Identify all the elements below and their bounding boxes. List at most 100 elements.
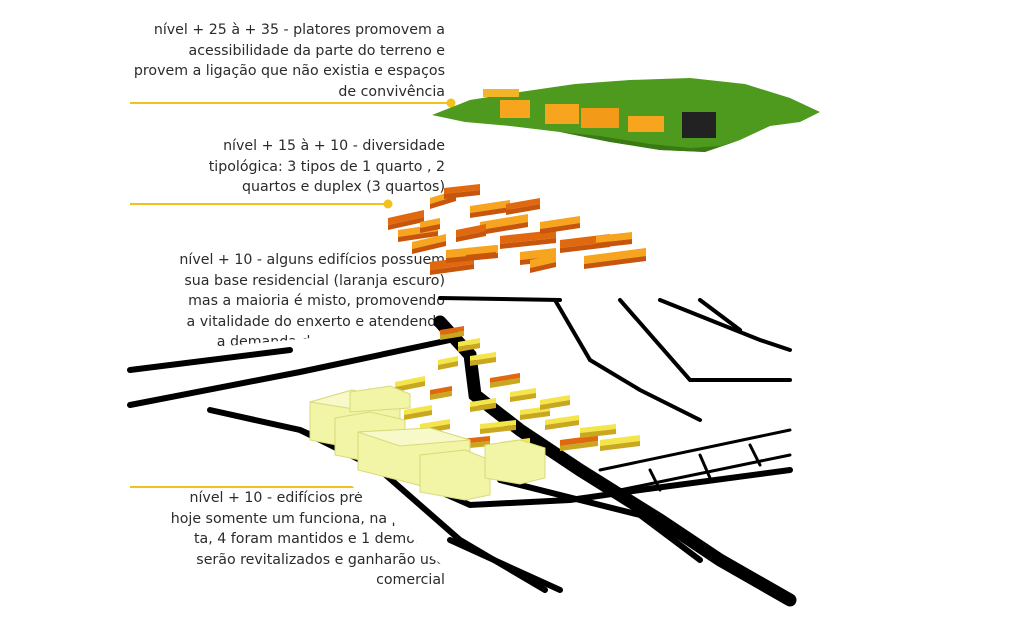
caption-line: tipológica: 3 tipos de 1 quarto , 2 xyxy=(208,158,445,175)
mixed-use-bar-side xyxy=(470,403,496,412)
housing-block xyxy=(466,245,496,255)
mixed-use-bar xyxy=(560,435,598,446)
housing-block-side xyxy=(540,223,580,234)
mixed-use-bar xyxy=(420,419,450,429)
existing-building xyxy=(484,439,546,485)
mixed-use-bar-side xyxy=(545,420,579,430)
mixed-use-bar xyxy=(458,338,480,347)
housing-block-side xyxy=(470,207,510,218)
caption-line: nível + 15 à + 10 - diversidade xyxy=(223,138,445,154)
leader-dot-housing xyxy=(383,199,393,209)
mixed-use-bar xyxy=(470,352,496,361)
caption-line: hoje somente um funciona, na propos- xyxy=(170,510,445,527)
housing-block-side xyxy=(466,252,496,260)
mixed-use-bar-side xyxy=(458,343,480,352)
mixed-use-bar-side xyxy=(480,425,516,434)
housing-block xyxy=(470,200,510,213)
housing-block-side xyxy=(388,217,424,230)
street-plan-level xyxy=(127,296,797,607)
housing-level xyxy=(388,184,646,275)
existing-buildings xyxy=(309,385,546,501)
road xyxy=(127,337,453,408)
housing-block-side xyxy=(506,204,540,215)
platform-block xyxy=(581,108,619,128)
road xyxy=(648,468,662,492)
caption-line: serão revitalizados e ganharão uso xyxy=(196,551,445,568)
road xyxy=(598,428,792,472)
caption-line: sua base residencial (laranja escuro) xyxy=(184,272,445,289)
housing-block-side xyxy=(530,262,556,273)
leader-dot-top xyxy=(446,98,456,108)
mixed-use-bar xyxy=(600,435,640,446)
housing-block xyxy=(584,248,646,264)
caption-line: acessibilidade da parte do terreno e xyxy=(188,42,446,59)
mixed-use-bar-side xyxy=(600,441,640,451)
caption-line: quartos e duplex (3 quartos) xyxy=(241,179,445,195)
mixed-use-bar xyxy=(580,424,616,433)
existing-building xyxy=(349,385,411,413)
caption-line: provem a ligação que não existia e espaç… xyxy=(133,63,445,79)
housing-block xyxy=(444,184,480,194)
mixed-use-bar-side xyxy=(510,393,536,402)
caption-line: nível + 25 à + 35 - platores promovem a xyxy=(153,22,445,38)
mixed-use-bar xyxy=(470,398,496,407)
caption-line: a vitalidade do enxerto e atendendo xyxy=(186,313,445,330)
housing-block xyxy=(540,216,580,229)
mixed-use-bar-side xyxy=(438,361,458,370)
mixed-use-bar-side xyxy=(520,411,550,420)
mixed-use-bar xyxy=(404,405,432,415)
mixed-use-bar-side xyxy=(440,331,464,340)
road xyxy=(127,347,293,373)
road xyxy=(748,443,762,467)
housing-block-side xyxy=(584,256,646,269)
caption-line: ta, 4 foram mantidos e 1 demolido, xyxy=(193,531,445,547)
level-caption-top: nível + 25 à + 35 - platores promovem a … xyxy=(134,20,445,102)
level-caption-mixed-use: nível + 10 - alguns edifícios possuem su… xyxy=(179,250,445,353)
platform-block xyxy=(500,100,530,118)
housing-block xyxy=(596,232,632,243)
housing-block xyxy=(412,234,446,249)
housing-block xyxy=(480,214,528,230)
mixed-use-bar xyxy=(540,395,570,405)
mixed-use-bar xyxy=(510,388,536,397)
mixed-use-bar xyxy=(480,420,516,429)
caption-line: mas a maioria é misto, promovendo xyxy=(188,293,445,309)
housing-block xyxy=(530,254,556,268)
housing-block-side xyxy=(444,190,480,199)
housing-block xyxy=(506,198,540,210)
mixed-use-bar-side xyxy=(490,378,520,388)
housing-block-side xyxy=(596,239,632,248)
caption-line: nível + 10 - alguns edifícios possuem xyxy=(179,252,445,268)
housing-block-side xyxy=(430,264,474,275)
platform-block xyxy=(483,89,519,97)
mixed-use-bar-side xyxy=(580,429,616,438)
level-caption-housing: nível + 15 à + 10 - diversidade tipológi… xyxy=(209,136,445,198)
road xyxy=(698,298,742,332)
caption-line: comercial xyxy=(376,572,445,588)
housing-block xyxy=(420,218,440,228)
road xyxy=(553,298,702,422)
housing-block-side xyxy=(420,224,440,233)
housing-block xyxy=(456,224,486,237)
mixed-use-bar xyxy=(490,373,520,383)
housing-block-side xyxy=(500,238,556,249)
mixed-use-bar xyxy=(395,376,425,387)
road xyxy=(698,453,712,480)
mixed-use-bar xyxy=(438,356,458,365)
road xyxy=(447,537,563,593)
mixed-use-bar-side xyxy=(540,400,570,410)
caption-line: de convivência xyxy=(338,83,445,100)
terrain-shade xyxy=(560,132,740,152)
road xyxy=(497,477,703,563)
road xyxy=(658,298,792,352)
terrain-surface xyxy=(432,78,820,152)
housing-block-side xyxy=(480,222,528,235)
road xyxy=(438,296,562,302)
mixed-use-bar xyxy=(430,386,452,395)
road xyxy=(618,453,792,492)
mixed-use-bar-side xyxy=(560,441,598,451)
housing-block-side xyxy=(456,231,486,242)
mixed-use-bar-side xyxy=(404,410,432,420)
mixed-use-bar xyxy=(440,326,464,335)
